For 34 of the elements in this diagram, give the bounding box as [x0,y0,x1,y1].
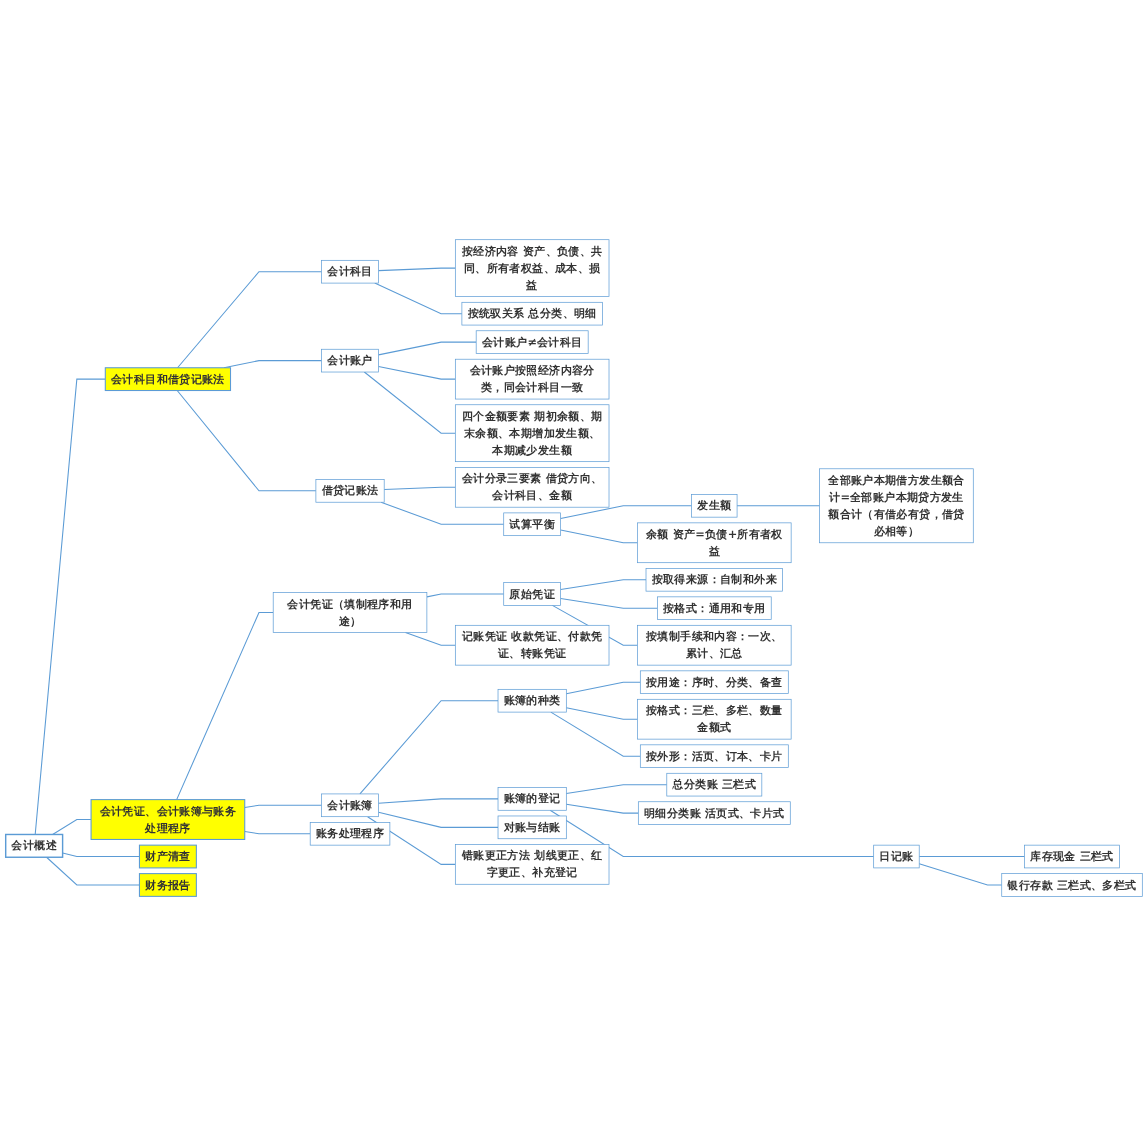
connector [918,863,1003,886]
connector [377,798,499,804]
connector [560,505,693,519]
connector [565,803,639,814]
connector [560,529,638,544]
connector [918,855,1026,858]
connector [560,579,647,591]
connector [565,681,641,695]
connector [52,818,92,835]
connector [377,365,456,380]
connector [565,707,638,720]
connector [383,486,456,490]
connector [46,856,140,886]
connector [244,804,323,809]
connector [62,852,140,858]
connector [377,267,456,272]
connector [177,271,323,369]
connector [404,631,456,646]
connector [377,341,477,356]
connector [34,378,106,835]
connector [176,611,274,801]
connector [363,371,456,434]
connector [377,811,499,828]
connector [549,809,875,858]
connector [736,505,821,507]
connector [380,501,505,525]
connector [550,711,641,757]
connector [176,389,317,492]
connector [244,830,311,835]
connector [426,593,505,598]
connector [560,597,658,609]
connector [374,282,463,315]
connector [359,700,499,795]
connector [565,784,668,795]
